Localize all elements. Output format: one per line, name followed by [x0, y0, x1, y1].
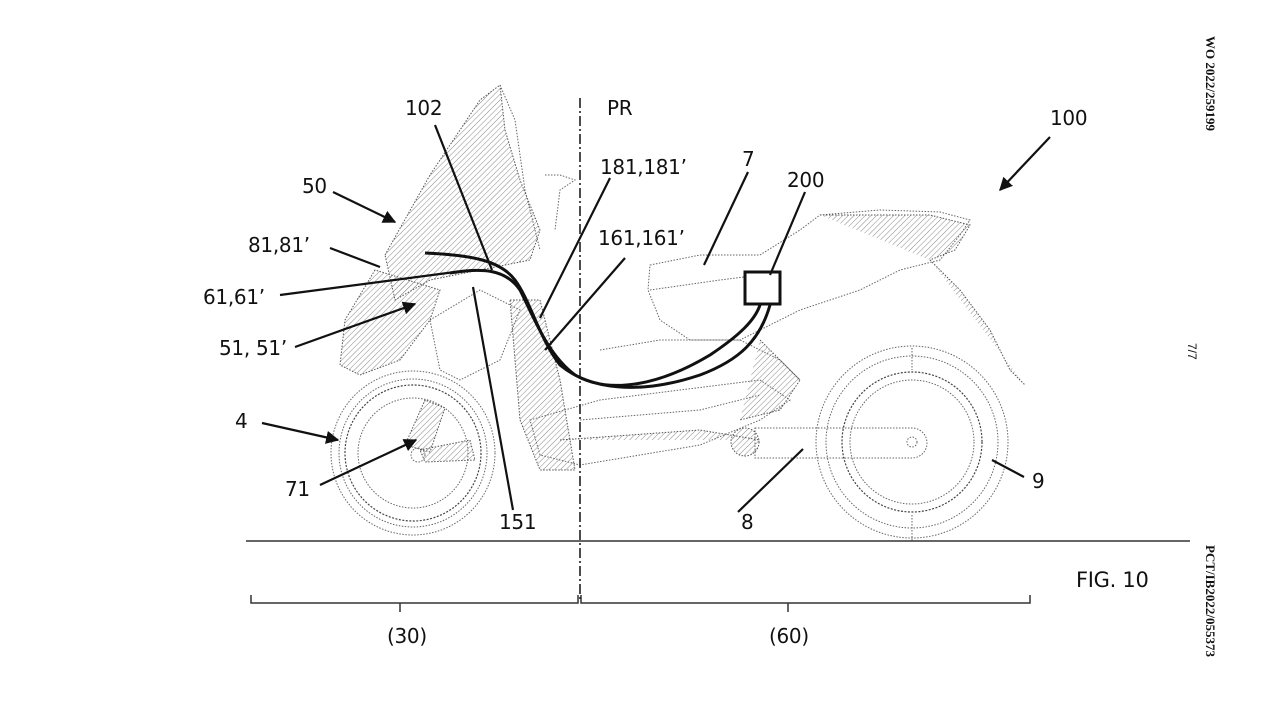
label-section-30: (30): [387, 624, 427, 648]
section-brackets: [250, 595, 1031, 612]
cable-harness: [424, 251, 772, 389]
sheet-number: 7/7: [1185, 343, 1199, 360]
front-wheel-drawing: [330, 370, 496, 536]
label-81: 81,81’: [248, 233, 310, 257]
label-181: 181,181’: [600, 155, 687, 179]
label-51: 51, 51’: [219, 336, 287, 360]
label-front-wheel-4: 4: [235, 409, 248, 433]
label-7: 7: [742, 147, 755, 171]
leader-lines: [261, 124, 1051, 513]
publication-number: WO 2022/259199: [1203, 36, 1218, 131]
label-swingarm-8: 8: [741, 510, 754, 534]
label-102: 102: [405, 96, 443, 120]
label-control-unit-200: 200: [787, 168, 825, 192]
front-body-drawing: [339, 84, 577, 471]
chassis-drawing: [529, 379, 791, 466]
label-rear-wheel-9: 9: [1032, 469, 1045, 493]
application-number: PCT/IB2022/055373: [1203, 545, 1218, 657]
label-61: 61,61’: [203, 285, 265, 309]
label-plane-pr: PR: [607, 96, 633, 120]
label-71: 71: [285, 477, 310, 501]
label-front-fairing-50: 50: [302, 174, 327, 198]
rear-body-drawing: [599, 209, 1026, 421]
label-vehicle-100: 100: [1050, 106, 1088, 130]
control-unit-box: [743, 270, 782, 306]
rear-wheel-drawing: [815, 345, 1009, 541]
swingarm-drawing: [730, 427, 928, 459]
figure-label: FIG. 10: [1076, 568, 1149, 592]
label-section-60: (60): [769, 624, 809, 648]
label-161: 161,161’: [598, 226, 685, 250]
label-151: 151: [499, 510, 537, 534]
